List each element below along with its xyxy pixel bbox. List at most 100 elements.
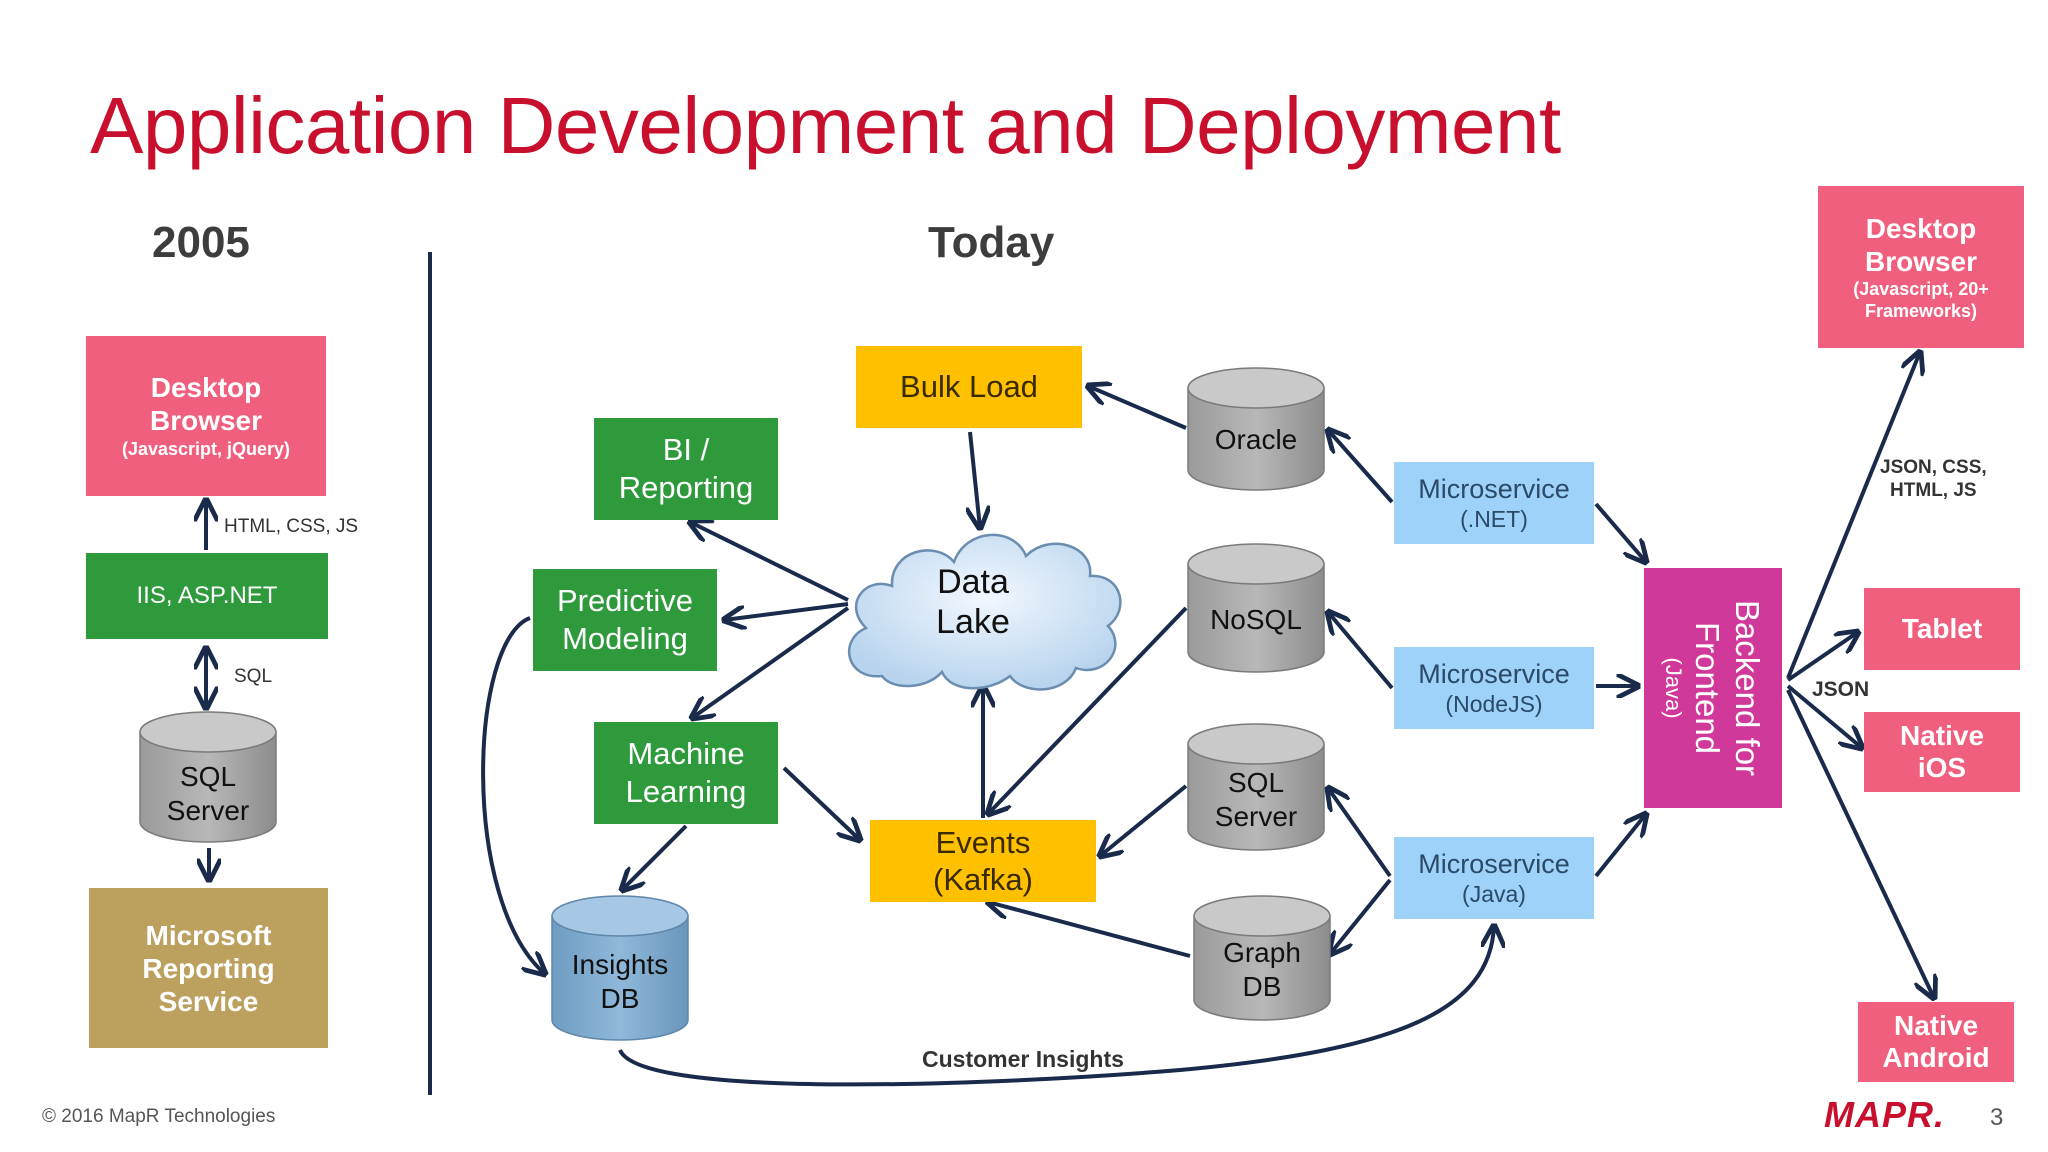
microservice-nodejs-box: Microservice (NodeJS) xyxy=(1394,647,1594,729)
predictive-line2: Modeling xyxy=(562,621,688,656)
arrow-bff-to-desktop xyxy=(1786,352,1920,679)
data-lake-line1: Data xyxy=(937,563,1009,601)
bff-line2: Frontend xyxy=(1689,621,1727,755)
desktop-today-line1: Desktop xyxy=(1865,213,1977,244)
ms-net-line2: (.NET) xyxy=(1460,506,1528,532)
iis-aspnet-box: IIS, ASP.NET xyxy=(86,553,328,639)
tablet-box: Tablet xyxy=(1864,588,2020,670)
json-css-line1: JSON, CSS, xyxy=(1880,457,1987,478)
desktop-browser-2005-line1: Desktop xyxy=(150,372,262,403)
sql-label: SQL xyxy=(234,666,273,687)
copyright-text: © 2016 MapR Technologies xyxy=(42,1106,276,1127)
arrow-msjava-to-graph xyxy=(1330,878,1392,954)
ms-node-line2: (NodeJS) xyxy=(1445,691,1543,717)
json-css-line2: HTML, JS xyxy=(1890,480,1977,501)
events-kafka-box: Events (Kafka) xyxy=(870,820,1096,902)
era-2005-heading: 2005 xyxy=(152,218,250,267)
customer-insights-label: Customer Insights xyxy=(922,1046,1124,1072)
arrow-ml-to-events xyxy=(782,766,860,840)
data-lake-line2: Lake xyxy=(936,603,1010,641)
arrow-graph-to-events xyxy=(988,902,1191,958)
bff-rotated-text: Backend for Frontend (Java) xyxy=(1659,600,1767,776)
sql-server-line2: Server xyxy=(1214,801,1298,832)
events-line2: (Kafka) xyxy=(933,862,1033,897)
era-today-heading: Today xyxy=(928,218,1055,267)
predictive-line1: Predictive xyxy=(556,583,694,618)
arrow-ml-to-insights xyxy=(622,824,688,890)
arrow-lake-to-bi xyxy=(690,522,849,602)
sql-server-label: SQL Server xyxy=(1188,764,1324,836)
ml-line2: Learning xyxy=(625,774,747,809)
graph-db-label: Graph DB xyxy=(1194,934,1330,1006)
insights-db-line2: DB xyxy=(600,983,640,1014)
desktop-today-sub1: (Javascript, 20+ xyxy=(1853,279,1989,299)
bi-line1: BI / xyxy=(662,432,710,467)
arrow-bff-to-android xyxy=(1786,689,1934,998)
bulk-load-box: Bulk Load xyxy=(856,346,1082,428)
data-lake-cloud xyxy=(848,533,1122,691)
arrow-bulkload-to-lake xyxy=(970,431,980,528)
arrow-bff-to-ios xyxy=(1786,684,1862,748)
ms-reporting-line1: Microsoft xyxy=(145,919,272,951)
desktop-today-line2: Browser xyxy=(1864,246,1978,277)
cyl-oracle xyxy=(1187,367,1325,491)
ms-java-line1: Microservice xyxy=(1418,849,1570,879)
json-label: JSON xyxy=(1812,678,1870,701)
arrow-insights-to-msjava xyxy=(618,926,1494,1087)
cyl-nosql xyxy=(1187,543,1325,673)
cyl-sql-server xyxy=(1187,723,1325,851)
cyl-insights-db xyxy=(551,895,689,1041)
ms-net-line1: Microservice xyxy=(1418,474,1570,504)
mapr-logo: MAPR. xyxy=(1824,1094,1945,1135)
ios-line2: iOS xyxy=(1917,752,1967,783)
sql-server-2005-line1: SQL xyxy=(179,761,237,792)
bff-line1: Backend for xyxy=(1729,599,1767,777)
sql-server-2005-label: SQL Server xyxy=(140,756,276,832)
insights-db-label: Insights DB xyxy=(552,942,688,1022)
bi-reporting-box: BI / Reporting xyxy=(594,418,778,520)
arrow-sqlserver-to-events xyxy=(1100,784,1188,856)
graph-db-line1: Graph xyxy=(1223,937,1301,968)
arrow-predictive-to-insights xyxy=(481,616,545,974)
arrow-lake-to-ml xyxy=(692,606,850,718)
ms-reporting-line2: Reporting xyxy=(142,952,275,984)
native-ios-box: Native iOS xyxy=(1864,712,2020,792)
cyl-graph-db xyxy=(1193,895,1331,1021)
arrow-msnet-to-oracle xyxy=(1328,430,1394,504)
arrow-msjava-to-sqlserver xyxy=(1328,788,1392,878)
desktop-today-sub2: Frameworks) xyxy=(1864,301,1978,321)
native-android-box: Native Android xyxy=(1858,1002,2014,1082)
android-line2: Android xyxy=(1882,1042,1990,1073)
page-number: 3 xyxy=(1990,1104,2004,1131)
sql-server-line1: SQL xyxy=(1227,767,1285,798)
ios-line1: Native xyxy=(1899,720,1985,751)
desktop-browser-today: Desktop Browser (Javascript, 20+ Framewo… xyxy=(1818,186,2024,348)
ms-reporting-line3: Service xyxy=(158,985,259,1017)
sql-server-2005-line2: Server xyxy=(166,795,250,826)
bff-line3: (Java) xyxy=(1661,657,1687,719)
arrow-bff-to-tablet xyxy=(1786,632,1858,682)
cyl-sql-server-left xyxy=(139,711,277,843)
predictive-modeling-box: Predictive Modeling xyxy=(533,569,717,671)
machine-learning-box: Machine Learning xyxy=(594,722,778,824)
microservice-java-box: Microservice (Java) xyxy=(1394,837,1594,919)
backend-for-frontend-box: Backend for Frontend (Java) xyxy=(1644,568,1782,808)
arrow-nosql-to-events xyxy=(988,606,1188,814)
ms-java-line2: (Java) xyxy=(1462,881,1526,907)
arrow-msnode-to-nosql xyxy=(1328,612,1394,690)
html-css-js-label: HTML, CSS, JS xyxy=(224,516,359,537)
desktop-browser-2005-line2: Browser xyxy=(149,405,263,436)
bi-line2: Reporting xyxy=(618,470,754,505)
oracle-label: Oracle xyxy=(1214,424,1298,455)
data-lake-label: Data Lake xyxy=(890,558,1056,646)
arrow-msjava-to-bff xyxy=(1594,814,1646,878)
insights-db-line1: Insights xyxy=(571,949,669,980)
page-title: Application Development and Deployment xyxy=(90,81,1561,170)
json-css-html-js-label: JSON, CSS, HTML, JS xyxy=(1880,456,1987,502)
ms-node-line1: Microservice xyxy=(1418,659,1570,689)
ml-line1: Machine xyxy=(627,736,745,771)
nosql-label: NoSQL xyxy=(1210,604,1302,635)
desktop-browser-2005-sub: (Javascript, jQuery) xyxy=(121,439,291,459)
desktop-browser-2005: Desktop Browser (Javascript, jQuery) xyxy=(86,336,326,496)
